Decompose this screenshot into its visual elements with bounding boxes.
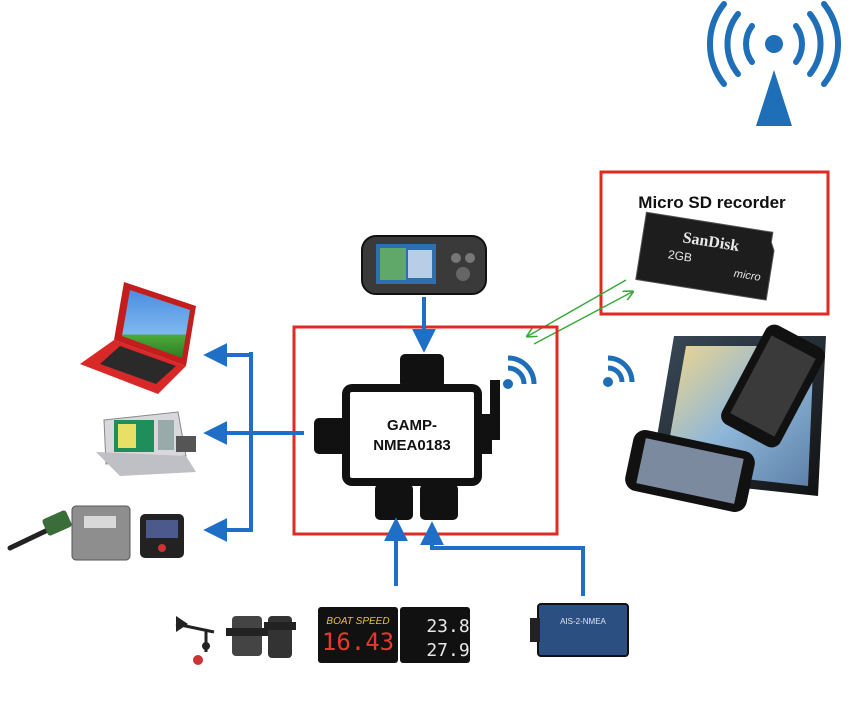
boat-speed-instrument: BOAT SPEED 16.43 <box>318 607 398 663</box>
sd-recorder-frame <box>599 170 830 316</box>
autopilot-devices <box>7 505 184 561</box>
sd-recorder-title: Micro SD recorder <box>638 193 786 212</box>
dual-readout-instrument: 23.8 27.9 <box>400 607 470 663</box>
micro-sd-card: SanDisk 2GB micro <box>635 211 775 301</box>
hub-title-line2: NMEA0183 <box>373 437 451 454</box>
chartplotter-device <box>361 235 487 295</box>
sd-link-arrows <box>528 279 632 345</box>
wifi-tower-icon <box>707 1 841 126</box>
tablet-and-phones <box>625 324 826 512</box>
boat-speed-label: BOAT SPEED <box>326 616 389 627</box>
sd-card-type: micro <box>733 268 761 284</box>
output-arrows <box>203 343 304 542</box>
wifi-icon <box>603 355 635 387</box>
laptop-device <box>80 282 196 394</box>
ais-device-label: AIS-2-NMEA <box>560 617 606 626</box>
hub-wifi-icon <box>503 355 537 389</box>
hub-junction-box: GAMP- NMEA0183 <box>314 354 500 520</box>
ais-device: AIS-2-NMEA <box>530 603 629 657</box>
boat-speed-value: 16.43 <box>322 628 394 656</box>
hub-title-line1: GAMP- <box>387 417 437 434</box>
wind-sensor-and-transducers <box>175 616 296 665</box>
sd-card-capacity: 2GB <box>667 247 693 265</box>
dual-bottom-value: 27.9 <box>426 640 469 661</box>
dual-top-value: 23.8 <box>426 616 469 637</box>
multifunction-display-device <box>96 411 196 476</box>
arrow-ais-to-hub <box>420 521 585 596</box>
